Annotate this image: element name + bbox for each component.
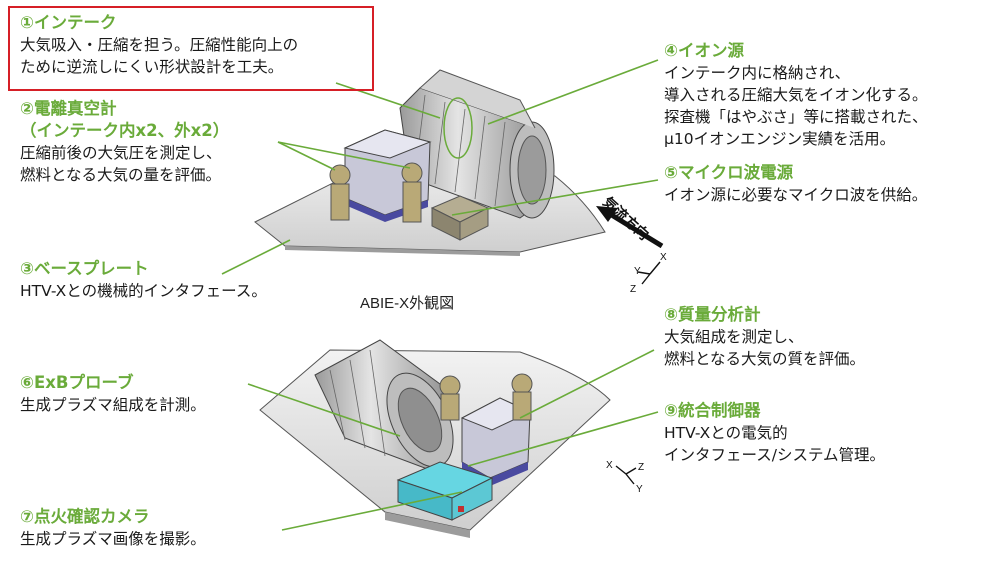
callout-microwave-title: ⑤マイクロ波電源 (664, 163, 794, 182)
callout-camera: ⑦点火確認カメラ 生成プラズマ画像を撮影。 (20, 506, 206, 550)
callout-mass-spec: ⑧質量分析計 大気組成を測定し、 燃料となる大気の質を評価。 (664, 304, 865, 370)
bottom-axis-c: Y (636, 484, 643, 495)
bottom-axis-triad (615, 465, 637, 485)
bottom-gauges (439, 373, 533, 421)
bottom-axis-b: Z (638, 462, 644, 473)
callout-base-plate-line-1: HTV-Xとの機械的インタフェース。 (20, 282, 267, 300)
bottom-axis-a: X (606, 460, 613, 471)
callout-intake-line-1: 大気吸入・圧縮を担う。圧縮性能向上の (20, 36, 299, 54)
callout-intake-title: ①インテーク (20, 13, 117, 32)
intake-highlight-box (8, 6, 374, 91)
callout-mass-spec-line-1: 大気組成を測定し、 (664, 328, 804, 346)
top-axis-c: Z (630, 284, 636, 295)
callout-microwave: ⑤マイクロ波電源 イオン源に必要なマイクロ波を供給。 (664, 162, 927, 206)
callout-ion-gauge-line-2: 燃料となる大気の量を評価。 (20, 166, 222, 184)
callout-ion-source: ④イオン源 インテーク内に格納され、 導入される圧縮大気をイオン化する。 探査機… (664, 40, 928, 150)
callout-ion-gauge-subtitle: （インテーク内x2、外x2） (20, 121, 230, 140)
callout-exb-probe: ⑥ExBプローブ 生成プラズマ組成を計測。 (20, 372, 206, 416)
top-intake (399, 69, 555, 219)
callout-mass-spec-line-2: 燃料となる大気の質を評価。 (664, 350, 866, 368)
leader-lines (221, 59, 659, 531)
callout-ion-source-line-3: 探査機「はやぶさ」等に搭載された、 (664, 108, 928, 126)
callout-mass-spec-title: ⑧質量分析計 (664, 305, 761, 324)
top-axis-b: X (660, 252, 667, 263)
callout-camera-line-1: 生成プラズマ画像を撮影。 (20, 530, 206, 548)
flow-arrow-icon (608, 211, 664, 249)
callout-microwave-line-1: イオン源に必要なマイクロ波を供給。 (664, 186, 928, 204)
callout-base-plate: ③ベースプレート HTV-Xとの機械的インタフェース。 (20, 258, 267, 302)
callout-ion-source-line-1: インテーク内に格納され、 (664, 64, 851, 82)
callout-controller: ⑨統合制御器 HTV-Xとの電気的 インタフェース/システム管理。 (664, 400, 885, 466)
callout-controller-line-1: HTV-Xとの電気的 (664, 424, 788, 442)
bottom-intake (314, 339, 456, 471)
callout-ion-source-title: ④イオン源 (664, 41, 744, 60)
callout-ion-source-line-2: 導入される圧縮大気をイオン化する。 (664, 86, 928, 104)
callout-controller-title: ⑨統合制御器 (664, 401, 761, 420)
callout-controller-line-2: インタフェース/システム管理。 (664, 446, 885, 464)
callout-exb-probe-line-1: 生成プラズマ組成を計測。 (20, 396, 206, 414)
callout-exb-probe-title: ⑥ExBプローブ (20, 373, 134, 392)
callout-ion-gauge-title: ②電離真空計 (20, 99, 117, 118)
callout-intake-line-2: ために逆流しにくい形状設計を工夫。 (20, 58, 284, 76)
callout-ion-gauge: ②電離真空計 （インテーク内x2、外x2） 圧縮前後の大気圧を測定し、 燃料とな… (20, 98, 229, 186)
figure-caption: ABIE-X外観図 (360, 295, 455, 312)
callout-camera-title: ⑦点火確認カメラ (20, 507, 150, 526)
top-axis-a: Y (634, 266, 641, 277)
callout-intake: ①インテーク 大気吸入・圧縮を担う。圧縮性能向上の ために逆流しにくい形状設計を… (20, 12, 298, 78)
callout-ion-gauge-line-1: 圧縮前後の大気圧を測定し、 (20, 144, 222, 162)
callout-base-plate-title: ③ベースプレート (20, 259, 149, 278)
callout-ion-source-line-4: μ10イオンエンジン実績を活用。 (664, 130, 896, 148)
top-axis-triad (637, 261, 661, 285)
